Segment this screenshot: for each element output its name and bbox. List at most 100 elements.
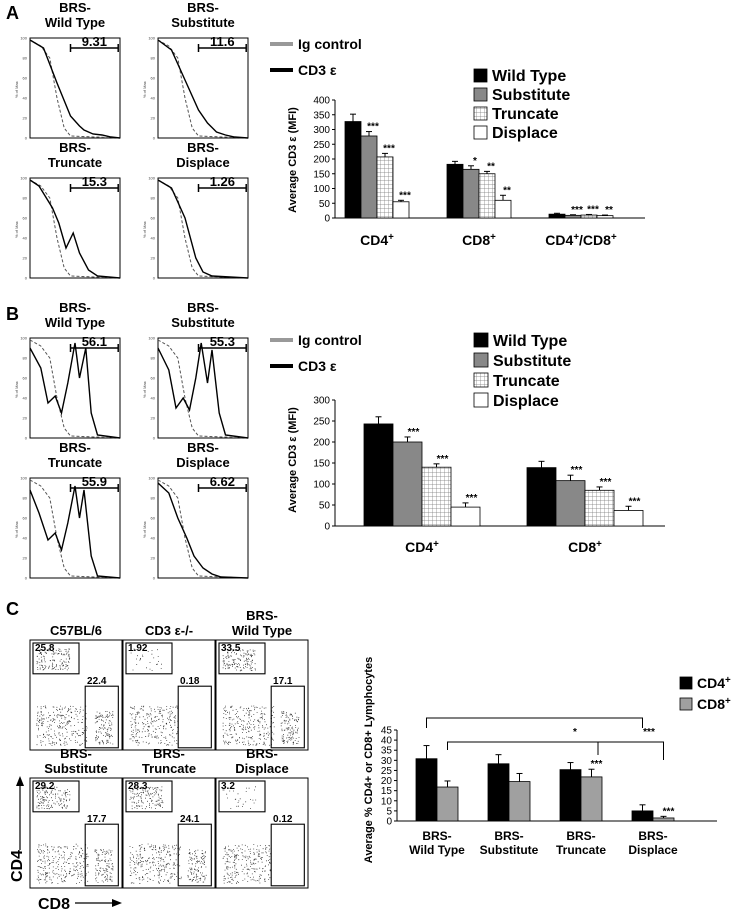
cd8-gate — [84, 823, 119, 887]
bar — [580, 776, 603, 822]
dot-cloud — [36, 648, 114, 746]
cd8-percentage: 17.7 — [87, 814, 107, 825]
cd3-curve — [29, 485, 121, 579]
bar — [494, 199, 512, 219]
histogram-y-tick: 100 — [148, 36, 155, 41]
y-tick-label: 10 — [381, 796, 393, 807]
histogram-title-line1: BRS- — [59, 440, 91, 455]
cd4-percentage: 29.2 — [35, 781, 55, 792]
histogram-y-tick: 40 — [23, 96, 28, 101]
histogram-y-axis-label: % of Max — [14, 381, 19, 398]
category-label-line2: Wild Type — [409, 843, 465, 857]
ig-control-curve — [29, 179, 121, 279]
significance-label: ** — [605, 205, 613, 216]
histogram-y-tick: 0 — [153, 436, 156, 441]
y-tick-label: 40 — [381, 736, 393, 747]
histogram-title-line1: BRS- — [59, 0, 91, 15]
histogram-title-line2: Substitute — [171, 315, 235, 330]
legend-swatch — [473, 392, 489, 408]
legend-label: Wild Type — [493, 333, 567, 350]
legend-label: CD4+ — [697, 675, 731, 692]
cd4-gate — [125, 780, 173, 813]
ig-control-label: Ig control — [298, 36, 362, 52]
cd8-percentage: 17.1 — [273, 676, 293, 687]
histogram-title-line1: BRS- — [59, 140, 91, 155]
cd4-gate — [125, 642, 173, 675]
bar — [555, 480, 586, 527]
dot-plot: CD3 ε-/-1.920.18 — [122, 623, 216, 751]
cd4-percentage: 25.8 — [35, 643, 55, 654]
histogram-y-tick: 20 — [23, 256, 28, 261]
significance-label: *** — [591, 759, 603, 770]
cd3-curve — [157, 39, 249, 139]
histogram-y-tick: 80 — [151, 56, 156, 61]
significance-bracket — [447, 741, 664, 760]
cd4-gate — [32, 780, 80, 813]
histogram-y-axis-label: % of Max — [142, 521, 147, 538]
panel-letter-a: A — [6, 3, 19, 23]
y-tick-label: 350 — [313, 110, 330, 121]
y-tick-label: 100 — [313, 184, 330, 195]
significance-label: *** — [600, 477, 612, 488]
histogram-y-axis-label: % of Max — [142, 81, 147, 98]
bracket-label: *** — [643, 727, 655, 738]
cd8-gate — [177, 823, 212, 887]
category-label: CD4+/CD8+ — [545, 232, 617, 249]
cd8-gate — [177, 685, 212, 749]
cd3-curve — [29, 179, 121, 279]
ig-control-curve — [157, 39, 249, 139]
histogram-y-tick: 80 — [151, 196, 156, 201]
histogram-y-tick: 40 — [151, 396, 156, 401]
y-axis-label: Average % CD4+ or CD8+ Lymphocytes — [363, 657, 375, 863]
cd8-gate — [270, 823, 305, 887]
gate-value: 55.3 — [210, 334, 235, 349]
legend-swatch — [473, 68, 488, 83]
cd4-label-text: CD4 — [9, 850, 26, 882]
histogram-y-tick: 0 — [25, 136, 28, 141]
y-tick-label: 45 — [381, 726, 393, 737]
gate-value: 55.9 — [82, 474, 107, 489]
histogram-y-tick: 0 — [153, 576, 156, 581]
histogram-y-tick: 60 — [151, 516, 156, 521]
cd8-percentage: 0.18 — [180, 676, 200, 687]
histogram-title-line2: Truncate — [48, 155, 102, 170]
cd4-percentage: 28.3 — [128, 781, 148, 792]
y-tick-label: 5 — [386, 806, 392, 817]
histogram-y-tick: 40 — [151, 236, 156, 241]
histogram-y-tick: 20 — [151, 416, 156, 421]
y-tick-label: 250 — [313, 140, 330, 151]
histogram-title-line1: BRS- — [59, 300, 91, 315]
histogram-frame — [29, 37, 121, 139]
cd3-label: CD3 ε — [298, 62, 337, 78]
bar — [584, 489, 615, 527]
category-label-line1: BRS- — [494, 829, 523, 843]
dot-plot-title-line2: Truncate — [142, 761, 196, 776]
cd4-gate — [32, 642, 80, 675]
category-label-line1: BRS- — [566, 829, 595, 843]
significance-bracket — [426, 717, 643, 728]
bracket-label: * — [573, 727, 577, 738]
dot-plot: C57BL/625.822.4 — [29, 623, 123, 751]
y-axis-label: Average CD3 ε (MFI) — [287, 407, 299, 513]
bar — [363, 423, 394, 527]
histogram-y-tick: 20 — [151, 116, 156, 121]
legend-swatch — [473, 332, 489, 348]
y-tick-label: 0 — [324, 214, 330, 225]
histogram-y-tick: 60 — [151, 376, 156, 381]
ig-control-label: Ig control — [298, 332, 362, 348]
y-tick-label: 30 — [381, 756, 393, 767]
histogram-y-tick: 100 — [20, 176, 27, 181]
cd3-curve — [29, 39, 121, 139]
histogram-y-tick: 60 — [151, 216, 156, 221]
bar — [392, 201, 410, 219]
histogram-title-line1: BRS- — [187, 0, 219, 15]
histogram-y-tick: 20 — [23, 416, 28, 421]
histogram-title-line2: Truncate — [48, 455, 102, 470]
legend-label: Wild Type — [492, 68, 566, 85]
cd3-curve — [29, 342, 121, 439]
